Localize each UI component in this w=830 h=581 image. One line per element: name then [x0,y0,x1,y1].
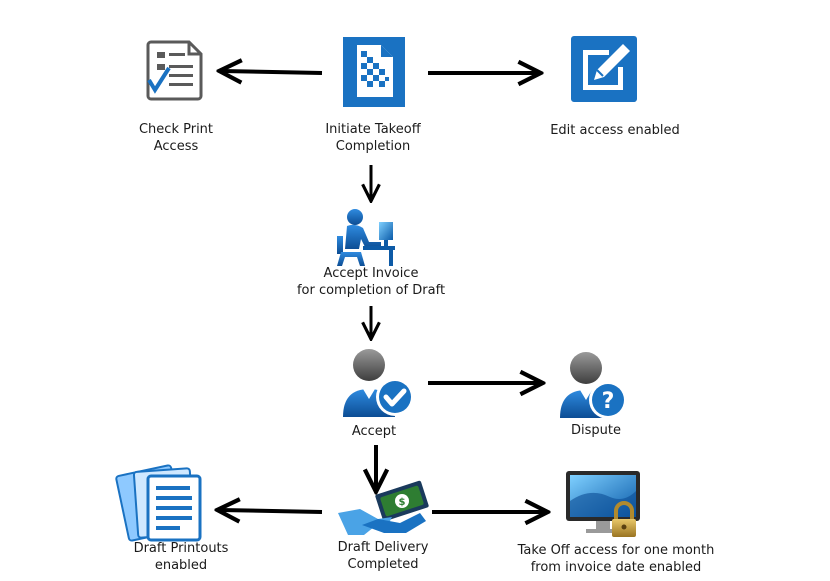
node-label-initiate-takeoff: Initiate Takeoff Completion [312,121,434,155]
node-label-dispute: Dispute [556,422,636,439]
node-label-accept: Accept [334,423,414,440]
check-print-line2: Access [153,139,199,154]
draft-printouts-line2: enabled [154,558,208,573]
accept-line1: Accept [351,424,397,439]
documents-stack-icon [115,464,202,542]
takeoff-access-line2: from invoice date enabled [530,560,702,575]
node-label-accept-invoice: Accept Invoice for completion of Draft [283,265,459,299]
node-label-draft-printouts: Draft Printouts enabled [118,540,244,574]
accept-invoice-line1: Accept Invoice [323,266,419,281]
monitor-lock-icon [566,471,640,537]
edge-delivery-to-printouts [220,510,323,512]
accept-invoice-line2: for completion of Draft [296,283,446,298]
person-at-desk-icon [337,209,395,266]
takeoff-access-line1: Take Off access for one month [517,543,715,558]
initiate-takeoff-line1: Initiate Takeoff [325,122,421,137]
handshake-money-icon: $ [338,480,429,535]
user-check-icon [343,349,414,417]
checklist-document-icon [146,40,203,101]
check-print-line1: Check Print [138,122,214,137]
initiate-takeoff-line2: Completion [335,139,411,154]
edit-access-line1: Edit access enabled [550,123,680,138]
svg-text:?: ? [602,389,615,414]
draft-printouts-line1: Draft Printouts [133,541,229,556]
node-label-check-print: Check Print Access [130,121,222,155]
edit-pencil-icon [571,36,637,102]
draft-delivery-line2: Completed [347,557,419,572]
document-pixel-icon [343,37,405,107]
edge-initiate-to-checkprint [222,71,323,73]
svg-text:$: $ [399,497,406,508]
edges [220,71,545,512]
draft-delivery-line1: Draft Delivery [337,540,429,555]
user-question-icon: ? [560,352,627,419]
dispute-line1: Dispute [571,423,621,438]
node-label-takeoff-access: Take Off access for one month from invoi… [500,542,732,576]
node-label-edit-access: Edit access enabled [540,122,690,139]
node-label-draft-delivery: Draft Delivery Completed [323,539,443,573]
